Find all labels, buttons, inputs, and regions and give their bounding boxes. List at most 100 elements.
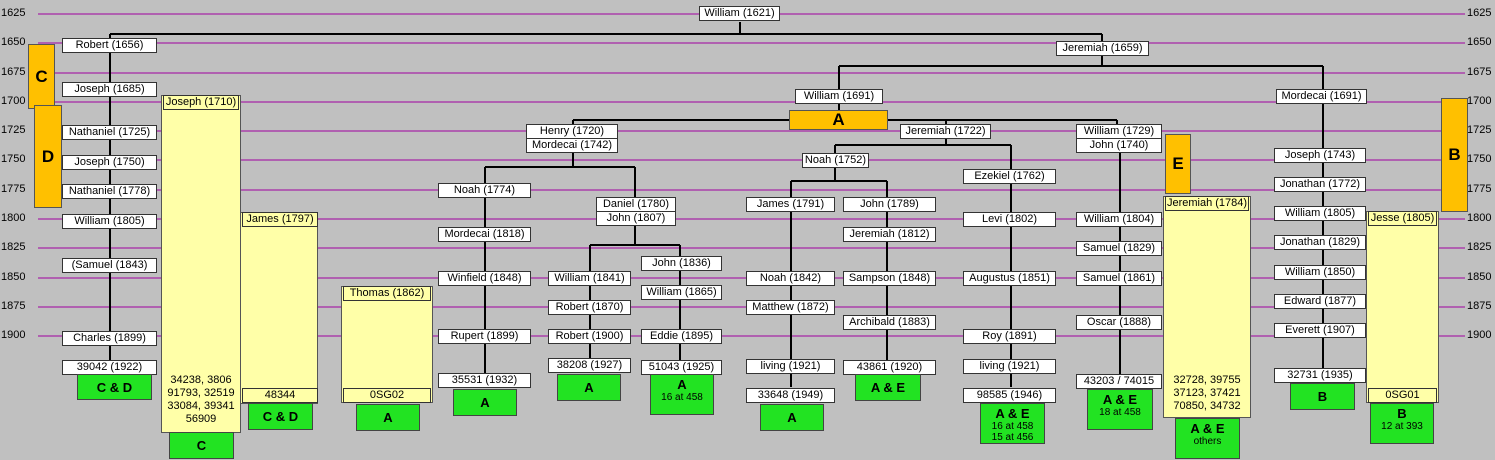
person-box-oscar-1888: Oscar (1888) xyxy=(1076,315,1162,330)
year-label-right: 1650 xyxy=(1467,36,1492,48)
person-box-robert-1870: Robert (1870) xyxy=(548,300,631,315)
person-box-mordecai-1818: Mordecai (1818) xyxy=(438,227,531,242)
year-label-right: 1625 xyxy=(1467,7,1492,19)
person-box-john-1740: John (1740) xyxy=(1076,138,1162,153)
year-label-left: 1850 xyxy=(1,271,26,283)
year-label-left: 1700 xyxy=(1,95,26,107)
kit-list-line: 34238, 3806 xyxy=(170,374,232,386)
person-box-joseph-1743: Joseph (1743) xyxy=(1274,148,1366,163)
group-marker-d: D xyxy=(34,105,62,208)
person-box-noah-1752: Noah (1752) xyxy=(802,153,869,168)
person-box-daniel-1780: Daniel (1780) xyxy=(596,197,676,212)
person-box-william-1805-c: William (1805) xyxy=(62,214,157,229)
person-box-jeremiah-1659: Jeremiah (1659) xyxy=(1056,41,1149,56)
group-marker-b: B xyxy=(1441,98,1468,212)
person-box-john-1836: John (1836) xyxy=(641,256,722,271)
haplogroup-note: 16 at 458 xyxy=(991,421,1034,432)
person-box-charles-1899: Charles (1899) xyxy=(62,331,157,346)
year-label-left: 1650 xyxy=(1,36,26,48)
person-box-sampson-1848: Sampson (1848) xyxy=(843,271,936,286)
person-box-james-1797: James (1797) xyxy=(242,212,318,227)
person-box-william-1621: William (1621) xyxy=(699,6,780,21)
haplogroup-badge-a-33648: A xyxy=(760,404,824,431)
year-label-right: 1675 xyxy=(1467,66,1492,78)
person-box-robert-1656: Robert (1656) xyxy=(62,38,157,53)
haplogroup-badge-a-38208: A xyxy=(557,374,621,401)
haplogroup-badge-b-32731: B xyxy=(1290,383,1355,410)
person-box-living-1921-a: living (1921) xyxy=(746,359,835,374)
year-label-right: 1900 xyxy=(1467,329,1492,341)
haplogroup-label: A xyxy=(584,380,594,395)
person-box-jesse-1805: Jesse (1805) xyxy=(1368,211,1437,226)
person-box-kit-98585: 98585 (1946) xyxy=(963,388,1056,403)
person-box-living-1921-b: living (1921) xyxy=(963,359,1056,374)
person-box-matthew-1872: Matthew (1872) xyxy=(746,300,835,315)
person-box-william-1865: William (1865) xyxy=(641,285,722,300)
person-box-mordecai-1691: Mordecai (1691) xyxy=(1276,89,1367,104)
person-box-kit-51043: 51043 (1925) xyxy=(641,360,722,375)
person-box-william-1729: William (1729) xyxy=(1076,124,1162,139)
year-label-right: 1875 xyxy=(1467,300,1492,312)
person-box-john-1789: John (1789) xyxy=(843,197,936,212)
person-box-kit-0sg02: 0SG02 xyxy=(343,388,431,403)
person-box-jeremiah-1784: Jeremiah (1784) xyxy=(1165,196,1249,211)
person-box-joseph-1750: Joseph (1750) xyxy=(62,155,157,170)
haplogroup-label: A & E xyxy=(1190,421,1225,436)
person-box-jonathan-1772: Jonathan (1772) xyxy=(1274,177,1366,192)
year-label-right: 1825 xyxy=(1467,241,1492,253)
person-box-william-1805-b: William (1805) xyxy=(1274,206,1366,221)
haplogroup-label: C xyxy=(196,438,207,453)
haplogroup-label: A & E xyxy=(995,406,1030,421)
person-box-kit-39042: 39042 (1922) xyxy=(62,360,157,375)
haplogroup-label: C & D xyxy=(96,380,133,395)
person-box-edward-1877: Edward (1877) xyxy=(1274,294,1366,309)
group-marker-c: C xyxy=(28,44,55,109)
person-box-ezekiel-1762: Ezekiel (1762) xyxy=(963,169,1056,184)
person-box-robert-1900: Robert (1900) xyxy=(548,329,631,344)
year-label-left: 1625 xyxy=(1,7,26,19)
haplogroup-label: A & E xyxy=(1102,392,1138,407)
yellow-column-james-1797 xyxy=(240,212,318,404)
person-box-noah-1842: Noah (1842) xyxy=(746,271,835,286)
person-box-jeremiah-1722: Jeremiah (1722) xyxy=(900,124,991,139)
person-box-kit-0sg01: 0SG01 xyxy=(1368,388,1437,403)
year-label-right: 1700 xyxy=(1467,95,1492,107)
group-marker-a: A xyxy=(789,110,888,130)
person-box-noah-1774: Noah (1774) xyxy=(438,183,531,198)
kit-list-line: 56909 xyxy=(185,413,217,425)
person-box-jeremiah-1812: Jeremiah (1812) xyxy=(843,227,936,242)
year-label-left: 1750 xyxy=(1,153,26,165)
haplogroup-note: 16 at 458 xyxy=(661,392,703,403)
person-box-augustus-1851: Augustus (1851) xyxy=(963,271,1056,286)
yellow-column-jesse-1805 xyxy=(1366,211,1439,403)
haplogroup-label: C & D xyxy=(262,409,299,424)
person-box-nathaniel-1725: Nathaniel (1725) xyxy=(62,125,157,140)
person-box-eddie-1895: Eddie (1895) xyxy=(641,329,722,344)
person-box-william-1850: William (1850) xyxy=(1274,265,1366,280)
group-marker-e: E xyxy=(1165,134,1191,194)
person-box-joseph-1685: Joseph (1685) xyxy=(62,82,157,97)
year-label-left: 1800 xyxy=(1,212,26,224)
year-label-right: 1725 xyxy=(1467,124,1492,136)
person-box-winfield-1848: Winfield (1848) xyxy=(438,271,531,286)
kit-list-line: 70850, 34732 xyxy=(1173,400,1241,412)
person-box-nathaniel-1778: Nathaniel (1778) xyxy=(62,184,157,199)
year-label-left: 1675 xyxy=(1,66,26,78)
person-box-joseph-1710: Joseph (1710) xyxy=(163,95,239,110)
haplogroup-label: A xyxy=(383,410,393,425)
year-label-right: 1750 xyxy=(1467,153,1492,165)
year-label-left: 1725 xyxy=(1,124,26,136)
person-box-william-1804: William (1804) xyxy=(1076,212,1162,227)
person-box-jonathan-1829: Jonathan (1829) xyxy=(1274,235,1366,250)
haplogroup-label: A & E xyxy=(870,380,906,395)
person-box-william-1691: William (1691) xyxy=(795,89,883,104)
haplogroup-label: A xyxy=(480,395,490,410)
person-box-thomas-1862: Thomas (1862) xyxy=(343,286,431,301)
